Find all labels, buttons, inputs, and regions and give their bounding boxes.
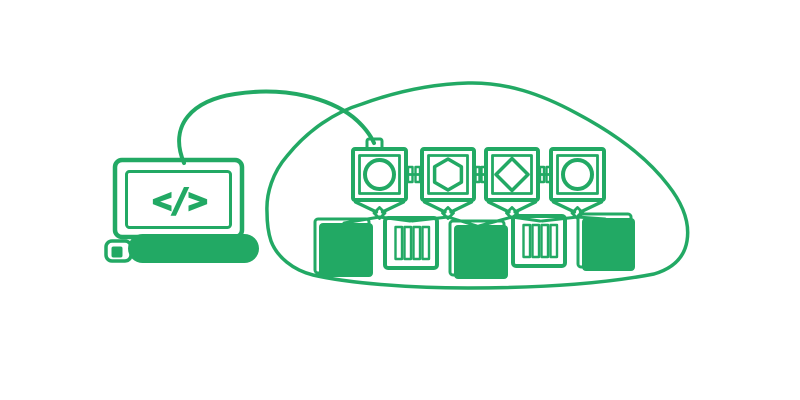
link-node — [480, 165, 487, 184]
storage-box-3 — [448, 219, 508, 279]
crate-slat — [403, 225, 413, 261]
crate-slat — [394, 225, 404, 261]
crate-slat — [540, 223, 550, 259]
link-node — [538, 165, 546, 184]
diamond-shape-icon — [494, 156, 530, 193]
monitor-link-3-4 — [536, 165, 553, 184]
crate-slat — [549, 223, 559, 259]
crate-outline — [383, 216, 439, 270]
link-node — [406, 165, 414, 184]
monitor-stand — [551, 200, 604, 214]
box-fill — [454, 225, 508, 279]
laptop-plug-outline — [104, 239, 133, 263]
monitor-inner-frame — [358, 154, 401, 195]
laptop-plug-pin — [111, 246, 123, 258]
monitor-stand — [353, 200, 406, 214]
monitor-inner-frame — [556, 154, 599, 195]
storage-crate-2 — [383, 216, 439, 270]
crate-slat — [421, 225, 431, 261]
circle-shape-icon — [561, 158, 594, 191]
box-fill — [319, 223, 373, 277]
monitor-stand — [422, 200, 474, 214]
crate-outline — [511, 214, 567, 268]
laptop-screen-inner — [125, 170, 232, 229]
link-node — [414, 165, 422, 184]
monitor-2 — [420, 147, 476, 220]
monitor-link-1-2 — [404, 165, 424, 184]
box-fill — [582, 218, 635, 271]
link-node — [474, 165, 481, 184]
connection-arc — [177, 89, 376, 165]
link-node — [545, 165, 552, 184]
monitor-1 — [351, 147, 408, 220]
storage-crate-4 — [511, 214, 567, 268]
code-icon: </> — [152, 181, 207, 220]
hexagon-shape-icon — [432, 157, 464, 192]
monitor-inner-frame — [427, 154, 469, 195]
storage-box-1 — [313, 217, 373, 277]
monitor-stand — [486, 200, 538, 214]
monitor-inner-frame — [491, 154, 533, 195]
circle-shape-icon — [363, 158, 396, 191]
monitor-link-2-3 — [472, 165, 488, 184]
monitor-3 — [484, 147, 540, 220]
storage-box-5 — [576, 212, 635, 271]
cloud-icon — [265, 81, 690, 290]
monitor-4 — [549, 147, 606, 220]
laptop-base — [128, 234, 259, 263]
crate-slat — [522, 223, 532, 259]
laptop-icon: </> — [104, 157, 259, 263]
crate-slat — [531, 223, 541, 259]
crate-slat — [412, 225, 422, 261]
